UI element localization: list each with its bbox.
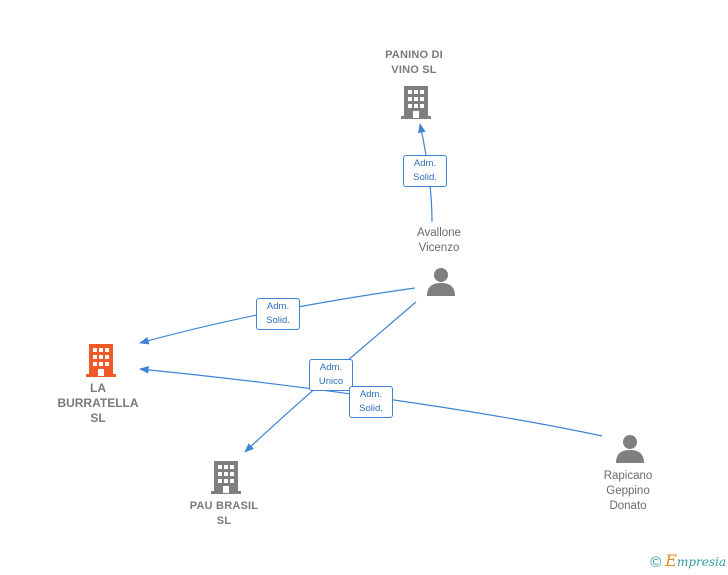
building-icon[interactable] [400,84,432,120]
copyright-icon: © [650,554,662,571]
edge-label-avallone-panino: Adm. Solid. [403,155,447,187]
node-label-pau-brasil: PAU BRASIL SL [189,500,259,527]
empresia-watermark: ©Empresia [650,551,726,571]
node-label-panino-di-vino: PANINO DI VINO SL [385,49,443,76]
brand-initial: E [665,551,677,570]
node-label-la-burratella: LA BURRATELLA SL [57,381,139,425]
person-icon[interactable] [614,433,646,463]
edge-label-avallone-burratella: Adm. Solid. [256,298,300,330]
building-icon[interactable] [210,459,242,495]
node-label-rapicano-geppino-donato: Rapicano Geppino Donato [603,470,653,512]
edge-label-rapicano-burratella: Adm. Solid. [349,386,393,418]
brand-name: mpresia [676,555,726,569]
edge-label-avallone-pau: Adm. Unico [309,359,353,391]
node-label-avallone-vicenzo: Avallone Vicenzo [417,227,461,254]
building-icon-main[interactable] [85,342,117,378]
person-icon[interactable] [425,266,457,296]
